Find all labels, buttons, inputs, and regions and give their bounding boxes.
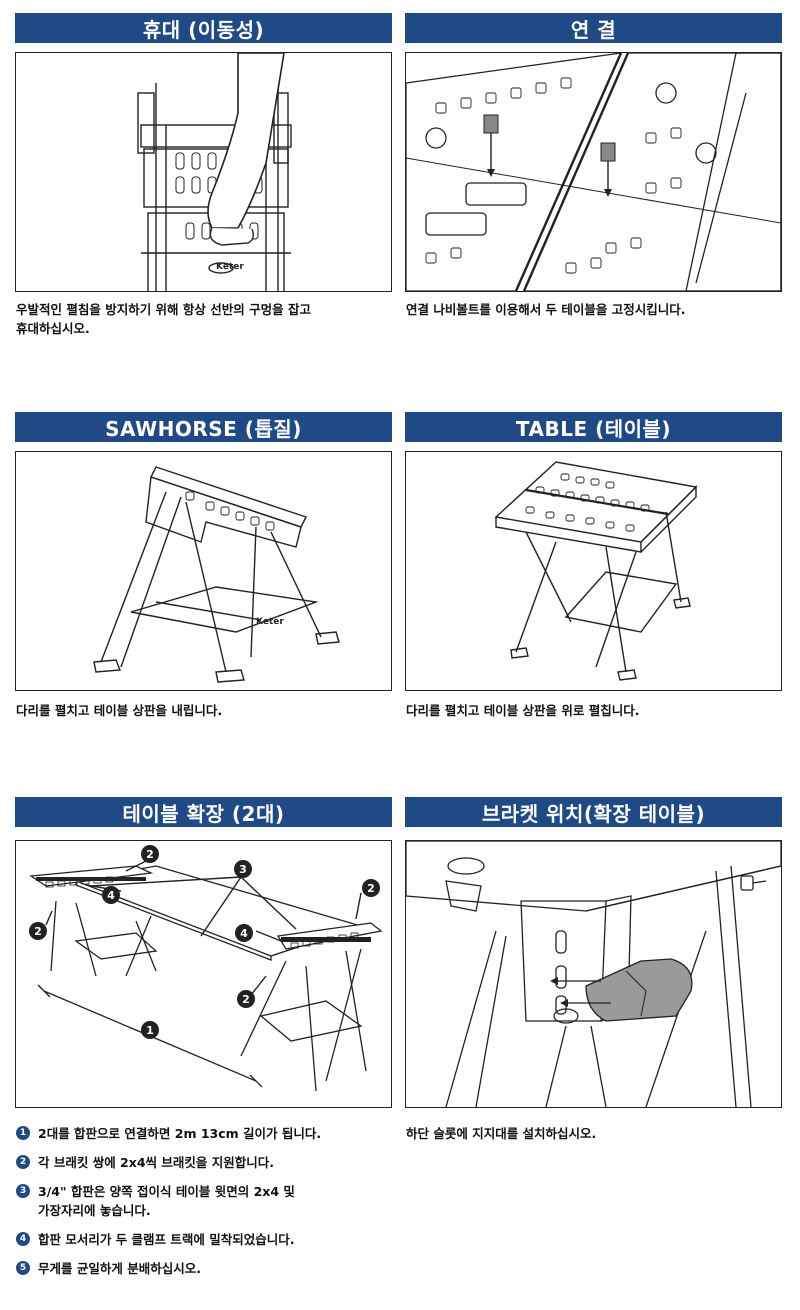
step-number-badge: 5 bbox=[16, 1261, 30, 1275]
svg-text:2: 2 bbox=[34, 925, 42, 938]
svg-text:Keter: Keter bbox=[256, 617, 284, 627]
extension-steps-list: 1 2대를 합판으로 연결하면 2m 13cm 길이가 됩니다. 2 각 브래킷… bbox=[16, 1124, 396, 1288]
extension-illustration: 2 4 3 2 2 4 2 1 bbox=[15, 840, 392, 1108]
list-item: 5 무게를 균일하게 분배하십시오. bbox=[16, 1259, 396, 1278]
section-header-connect: 연 결 bbox=[405, 13, 782, 43]
step-text: 3/4" 합판은 양쪽 접이식 테이블 윗면의 2x4 및 가장자리에 놓습니다… bbox=[38, 1184, 295, 1218]
bracket-icon bbox=[406, 841, 781, 1107]
caption-sawhorse: 다리를 펼치고 테이블 상판을 내립니다. bbox=[16, 703, 223, 718]
svg-text:3: 3 bbox=[239, 863, 247, 876]
svg-text:Keter: Keter bbox=[216, 262, 244, 272]
section-header-table: TABLE (테이블) bbox=[405, 412, 782, 442]
section-header-carry: 휴대 (이동성) bbox=[15, 13, 392, 43]
list-item: 2 각 브래킷 쌍에 2x4씩 브래킷을 지원합니다. bbox=[16, 1153, 396, 1172]
section-header-extension: 테이블 확장 (2대) bbox=[15, 797, 392, 827]
list-item: 3 3/4" 합판은 양쪽 접이식 테이블 윗면의 2x4 및 가장자리에 놓습… bbox=[16, 1182, 396, 1220]
carry-illustration: Keter bbox=[15, 52, 392, 292]
connect-illustration bbox=[405, 52, 782, 292]
svg-text:4: 4 bbox=[107, 889, 115, 902]
caption-carry: 우발적인 펼침을 방지하기 위해 항상 선반의 구멍을 잡고 휴대하십시오. bbox=[16, 302, 311, 336]
table-icon bbox=[494, 461, 698, 681]
step-number-badge: 2 bbox=[16, 1155, 30, 1169]
svg-text:4: 4 bbox=[240, 927, 248, 940]
step-text: 합판 모서리가 두 클램프 트랙에 밀착되었습니다. bbox=[38, 1232, 295, 1247]
svg-text:2: 2 bbox=[242, 993, 250, 1006]
sawhorse-illustration: Keter bbox=[15, 451, 392, 691]
extension-icon: 2 4 3 2 2 4 2 1 bbox=[29, 845, 383, 1092]
list-item: 4 합판 모서리가 두 클램프 트랙에 밀착되었습니다. bbox=[16, 1230, 396, 1249]
caption-table: 다리를 펼치고 테이블 상판을 위로 펼칩니다. bbox=[406, 703, 640, 718]
section-header-bracket: 브라켓 위치(확장 테이블) bbox=[405, 797, 782, 827]
connect-icon bbox=[406, 53, 781, 291]
caption-bracket: 하단 슬롯에 지지대를 설치하십시오. bbox=[406, 1126, 597, 1141]
table-illustration bbox=[405, 451, 782, 691]
svg-text:2: 2 bbox=[146, 848, 154, 861]
bracket-illustration bbox=[405, 840, 782, 1108]
step-text: 각 브래킷 쌍에 2x4씩 브래킷을 지원합니다. bbox=[38, 1155, 274, 1170]
section-header-sawhorse: SAWHORSE (톱질) bbox=[15, 412, 392, 442]
caption-connect: 연결 나비볼트를 이용해서 두 테이블을 고정시킵니다. bbox=[406, 302, 686, 317]
carry-icon: Keter bbox=[137, 53, 292, 291]
step-number-badge: 3 bbox=[16, 1184, 30, 1198]
list-item: 1 2대를 합판으로 연결하면 2m 13cm 길이가 됩니다. bbox=[16, 1124, 396, 1143]
step-text: 2대를 합판으로 연결하면 2m 13cm 길이가 됩니다. bbox=[38, 1126, 322, 1141]
step-text: 무게를 균일하게 분배하십시오. bbox=[38, 1261, 201, 1276]
svg-text:2: 2 bbox=[367, 882, 375, 895]
step-number-badge: 4 bbox=[16, 1232, 30, 1246]
svg-text:1: 1 bbox=[146, 1024, 154, 1037]
step-number-badge: 1 bbox=[16, 1126, 30, 1140]
sawhorse-icon: Keter bbox=[93, 466, 340, 683]
